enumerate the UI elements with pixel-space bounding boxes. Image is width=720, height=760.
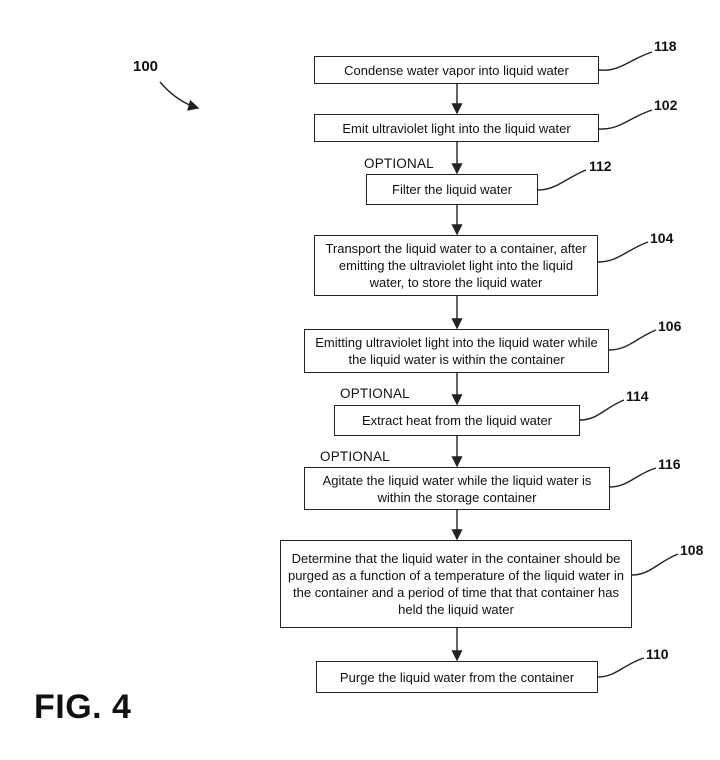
ref-102: 102 xyxy=(654,97,678,113)
ref-104: 104 xyxy=(650,230,674,246)
step-condense-water: Condense water vapor into liquid water xyxy=(314,56,599,84)
ref-112: 112 xyxy=(589,158,612,174)
leader-106 xyxy=(608,329,657,351)
step-agitate-water: Agitate the liquid water while the liqui… xyxy=(304,467,610,510)
leader-104 xyxy=(597,241,649,263)
optional-label-116: OPTIONAL xyxy=(320,449,390,464)
leader-118 xyxy=(598,51,653,71)
step-transport-water: Transport the liquid water to a containe… xyxy=(314,235,598,296)
optional-label-114: OPTIONAL xyxy=(340,386,410,401)
ref-110: 110 xyxy=(646,646,669,662)
leader-114 xyxy=(579,399,625,421)
step-emit-uv-in-container: Emitting ultraviolet light into the liqu… xyxy=(304,329,609,373)
leader-108 xyxy=(631,553,679,576)
step-determine-purge: Determine that the liquid water in the c… xyxy=(280,540,632,628)
figure-label: FIG. 4 xyxy=(34,688,132,726)
ref-114: 114 xyxy=(626,388,649,404)
step-filter-water: Filter the liquid water xyxy=(366,174,538,205)
arrow-100 xyxy=(159,81,200,111)
step-extract-heat: Extract heat from the liquid water xyxy=(334,405,580,436)
ref-108: 108 xyxy=(680,542,704,558)
leader-112 xyxy=(537,169,587,191)
leader-102 xyxy=(598,109,653,130)
optional-label-112: OPTIONAL xyxy=(364,156,434,171)
ref-106: 106 xyxy=(658,318,682,334)
ref-118: 118 xyxy=(654,38,677,54)
step-emit-uv: Emit ultraviolet light into the liquid w… xyxy=(314,114,599,142)
leader-116 xyxy=(609,467,657,488)
leader-110 xyxy=(597,657,645,678)
step-purge-water: Purge the liquid water from the containe… xyxy=(316,661,598,693)
figure-reference-number: 100 xyxy=(133,58,159,75)
ref-116: 116 xyxy=(658,456,681,472)
